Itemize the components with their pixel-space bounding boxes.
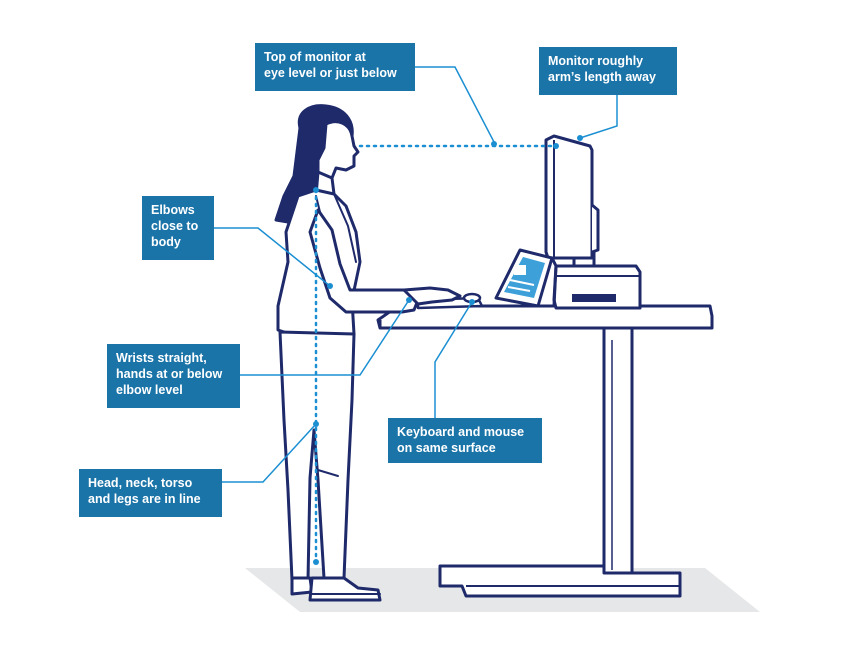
standing-desk <box>376 304 714 598</box>
laptop-dock <box>552 264 642 310</box>
callout-elbows: Elbows close to body <box>142 196 214 260</box>
callout-arms-length: Monitor roughly arm’s length away <box>539 47 677 95</box>
leader-lines <box>214 66 618 564</box>
callout-alignment: Head, neck, torso and legs are in line <box>79 469 222 517</box>
monitor <box>544 134 600 270</box>
callout-keyboard-mouse: Keyboard and mouse on same surface <box>388 418 542 463</box>
callout-wrists: Wrists straight, hands at or below elbow… <box>107 344 240 408</box>
tablet <box>494 248 558 308</box>
leader-dots <box>313 135 583 565</box>
standing-person <box>274 104 462 602</box>
callout-monitor-eye-level: Top of monitor at eye level or just belo… <box>255 43 415 91</box>
